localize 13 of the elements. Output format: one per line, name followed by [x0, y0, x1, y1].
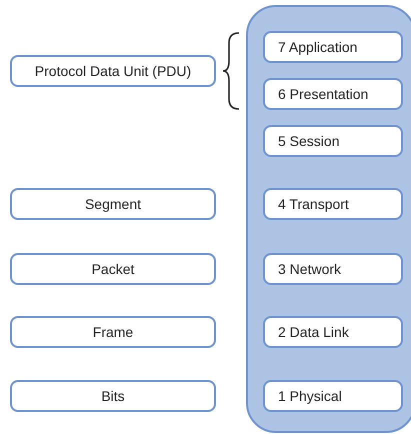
- data-unit-box: Segment: [10, 188, 216, 220]
- layer-box: 2 Data Link: [263, 316, 403, 348]
- stack-panel: [246, 5, 411, 433]
- layer-box: 6 Presentation: [263, 78, 403, 110]
- data-unit-box: Frame: [10, 316, 216, 348]
- layer-box: 5 Session: [263, 125, 403, 157]
- data-unit-box: Bits: [10, 380, 216, 412]
- data-unit-box: Protocol Data Unit (PDU): [10, 55, 216, 87]
- layer-box: 3 Network: [263, 253, 403, 285]
- layer-box: 7 Application: [263, 31, 403, 63]
- layer-box: 4 Transport: [263, 188, 403, 220]
- data-unit-box: Packet: [10, 253, 216, 285]
- layer-box: 1 Physical: [263, 380, 403, 412]
